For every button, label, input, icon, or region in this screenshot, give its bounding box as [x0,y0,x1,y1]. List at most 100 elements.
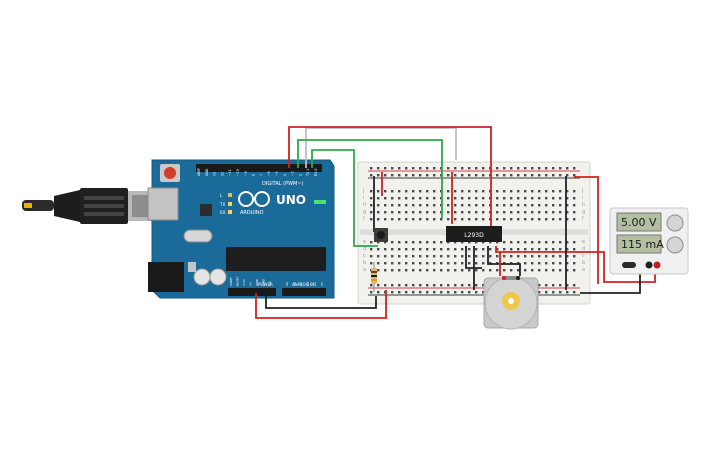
breadboard-hole[interactable] [468,197,471,200]
breadboard-hole[interactable] [531,248,534,251]
breadboard-hole[interactable] [433,211,436,214]
breadboard-hole[interactable] [573,291,576,294]
breadboard-hole[interactable] [391,284,394,287]
breadboard-hole[interactable] [552,174,555,177]
breadboard-hole[interactable] [440,291,443,294]
breadboard-hole[interactable] [510,269,513,272]
breadboard-hole[interactable] [398,262,401,265]
breadboard-hole[interactable] [496,248,499,251]
breadboard-hole[interactable] [433,269,436,272]
power-switch[interactable] [622,262,636,268]
breadboard-hole[interactable] [384,262,387,265]
breadboard-hole[interactable] [405,190,408,193]
breadboard-hole[interactable] [461,218,464,221]
breadboard-hole[interactable] [405,204,408,207]
breadboard-hole[interactable] [461,167,464,170]
breadboard-hole[interactable] [566,174,569,177]
breadboard-hole[interactable] [545,197,548,200]
breadboard-hole[interactable] [524,248,527,251]
breadboard-hole[interactable] [524,197,527,200]
breadboard-hole[interactable] [419,291,422,294]
breadboard-hole[interactable] [566,204,569,207]
breadboard-hole[interactable] [370,174,373,177]
breadboard-hole[interactable] [517,255,520,258]
breadboard-hole[interactable] [524,174,527,177]
breadboard-hole[interactable] [370,218,373,221]
breadboard-hole[interactable] [447,291,450,294]
breadboard-hole[interactable] [573,241,576,244]
breadboard-hole[interactable] [433,241,436,244]
breadboard-hole[interactable] [496,190,499,193]
breadboard-hole[interactable] [447,262,450,265]
breadboard-hole[interactable] [566,197,569,200]
breadboard-hole[interactable] [482,269,485,272]
breadboard-hole[interactable] [461,174,464,177]
breadboard-hole[interactable] [552,291,555,294]
breadboard-hole[interactable] [482,197,485,200]
breadboard-hole[interactable] [377,248,380,251]
breadboard-hole[interactable] [405,291,408,294]
breadboard-hole[interactable] [419,255,422,258]
breadboard-hole[interactable] [405,248,408,251]
breadboard-hole[interactable] [412,291,415,294]
breadboard-hole[interactable] [475,167,478,170]
voltage-knob[interactable] [666,214,684,232]
breadboard-hole[interactable] [377,262,380,265]
breadboard-hole[interactable] [524,241,527,244]
breadboard-hole[interactable] [496,211,499,214]
breadboard-hole[interactable] [559,269,562,272]
breadboard-hole[interactable] [559,255,562,258]
breadboard-hole[interactable] [552,269,555,272]
breadboard-hole[interactable] [440,262,443,265]
breadboard-hole[interactable] [433,284,436,287]
breadboard-hole[interactable] [566,284,569,287]
breadboard-hole[interactable] [419,167,422,170]
breadboard-hole[interactable] [461,190,464,193]
breadboard-hole[interactable] [538,291,541,294]
breadboard-hole[interactable] [545,211,548,214]
breadboard-hole[interactable] [482,167,485,170]
breadboard-hole[interactable] [531,218,534,221]
breadboard-hole[interactable] [384,248,387,251]
breadboard-hole[interactable] [426,241,429,244]
breadboard-hole[interactable] [538,211,541,214]
breadboard-hole[interactable] [468,255,471,258]
breadboard-hole[interactable] [489,269,492,272]
breadboard-hole[interactable] [545,262,548,265]
breadboard-hole[interactable] [377,284,380,287]
breadboard-hole[interactable] [482,291,485,294]
breadboard-hole[interactable] [405,262,408,265]
breadboard-hole[interactable] [538,255,541,258]
breadboard-hole[interactable] [517,218,520,221]
breadboard-hole[interactable] [503,204,506,207]
breadboard-hole[interactable] [419,218,422,221]
breadboard-hole[interactable] [377,197,380,200]
breadboard-hole[interactable] [384,269,387,272]
breadboard-hole[interactable] [545,167,548,170]
breadboard-hole[interactable] [531,255,534,258]
breadboard-hole[interactable] [517,197,520,200]
breadboard-hole[interactable] [510,174,513,177]
breadboard-hole[interactable] [566,269,569,272]
breadboard-hole[interactable] [412,167,415,170]
breadboard-hole[interactable] [412,190,415,193]
breadboard-hole[interactable] [566,248,569,251]
breadboard-hole[interactable] [433,197,436,200]
breadboard-hole[interactable] [510,255,513,258]
breadboard-hole[interactable] [454,241,457,244]
breadboard-hole[interactable] [454,262,457,265]
breadboard-hole[interactable] [461,197,464,200]
breadboard-hole[interactable] [398,174,401,177]
breadboard-hole[interactable] [545,204,548,207]
breadboard-hole[interactable] [447,255,450,258]
breadboard-hole[interactable] [489,241,492,244]
breadboard-hole[interactable] [461,241,464,244]
breadboard-hole[interactable] [454,204,457,207]
breadboard-hole[interactable] [475,190,478,193]
breadboard-hole[interactable] [573,262,576,265]
breadboard-hole[interactable] [489,255,492,258]
breadboard-hole[interactable] [440,269,443,272]
breadboard-hole[interactable] [391,197,394,200]
breadboard-hole[interactable] [559,204,562,207]
breadboard-hole[interactable] [503,190,506,193]
